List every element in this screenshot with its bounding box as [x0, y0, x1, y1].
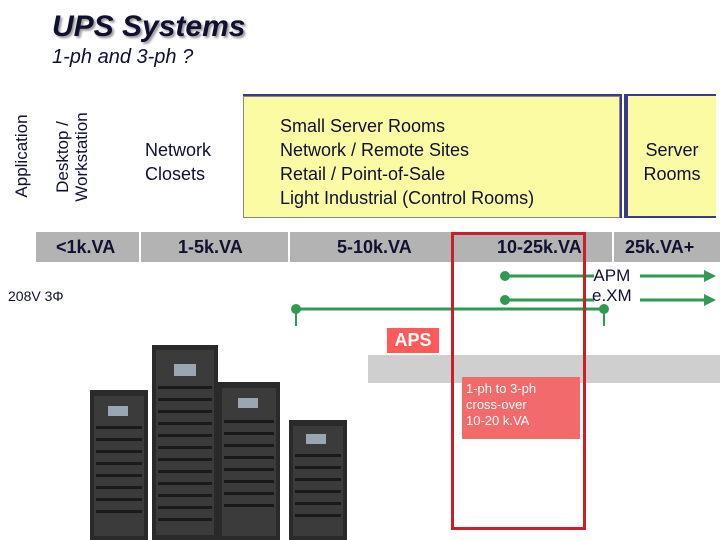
voltage-label: 208V 3Φ — [8, 288, 64, 304]
network-closets-segment: Network Closets — [145, 138, 211, 186]
server-rooms-text: Server Rooms — [628, 138, 716, 186]
page-subtitle: 1-ph and 3-ph ? — [52, 46, 194, 68]
aps-label: APS — [387, 328, 439, 353]
small-server-line: Retail / Point-of-Sale — [280, 164, 446, 184]
crossover-line: 10-20 k.VA — [466, 413, 530, 428]
server-rooms-box — [628, 96, 716, 216]
server-rooms-line2: Rooms — [643, 164, 701, 184]
apm-arrowhead-icon — [704, 270, 716, 282]
crossover-note: 1-ph to 3-ph cross-over 10-20 k.VA — [462, 377, 580, 439]
exm-arrowhead-icon — [704, 294, 716, 306]
power-range-band — [36, 232, 720, 262]
ups-cabinet-icon — [218, 382, 280, 540]
network-closets-line1: Network — [145, 140, 212, 160]
ups-cabinets-image — [90, 345, 347, 540]
small-server-line: Small Server Rooms — [280, 116, 446, 136]
small-server-line: Light Industrial (Control Rooms) — [280, 188, 535, 208]
band-divider — [288, 232, 290, 262]
apm-range-start — [500, 271, 510, 281]
product-labels: APM e.XM — [592, 266, 632, 306]
exm-label: e.XM — [592, 286, 632, 305]
small-server-line: Network / Remote Sites — [280, 140, 470, 160]
apm-label: APM — [593, 266, 631, 285]
range-label-under-1kva: <1k.VA — [56, 237, 116, 257]
ups-cabinet-icon — [152, 345, 218, 540]
crossover-line: 1-ph to 3-ph — [466, 381, 537, 396]
small-server-text: Small Server Rooms Network / Remote Site… — [280, 114, 534, 210]
crossover-line: cross-over — [466, 397, 527, 412]
range-label-10-25kva: 10-25k.VA — [497, 237, 582, 257]
network-closets-line2: Closets — [145, 164, 206, 184]
small-server-box — [243, 96, 620, 218]
cabinet-vents — [96, 386, 341, 521]
page-title: UPS Systems — [52, 10, 246, 43]
band-divider — [139, 232, 141, 262]
range-label-25kva-plus: 25k.VA+ — [625, 237, 695, 257]
band-divider — [612, 232, 614, 262]
range-label-5-10kva: 5-10k.VA — [337, 237, 412, 257]
crossover-highlight-frame — [451, 232, 586, 530]
exm-range-start — [500, 295, 510, 305]
range-label-1-5kva: 1-5k.VA — [178, 237, 243, 257]
server-rooms-line1: Server — [645, 140, 699, 160]
